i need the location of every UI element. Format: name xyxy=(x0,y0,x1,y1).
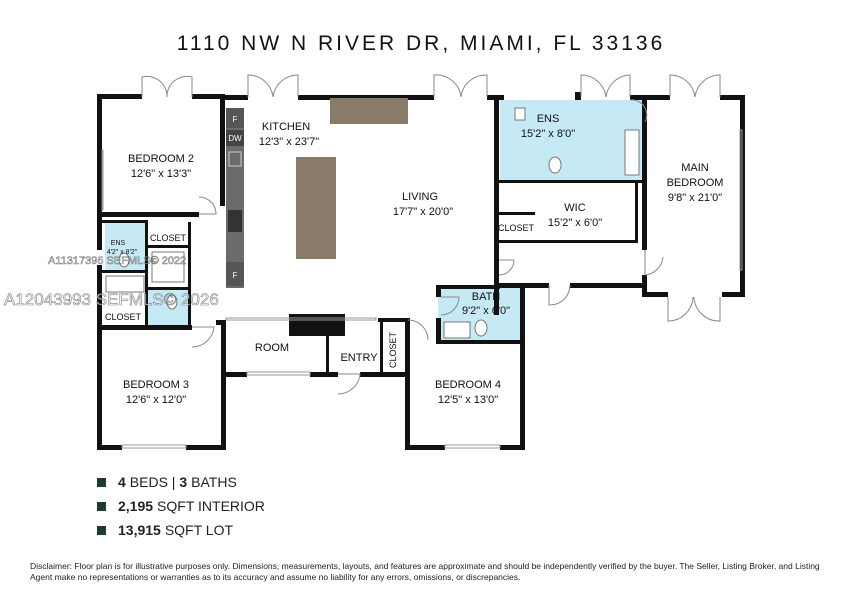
sink-icon xyxy=(228,151,242,167)
dishwasher-label: DW xyxy=(228,134,242,143)
beds-label: BEDS | xyxy=(129,474,180,490)
watermark-2: A12043993 SEFMLS© 2026 xyxy=(4,290,219,309)
wic-dims: 15'2" x 6'0" xyxy=(548,217,602,229)
sqft-lot-value: 13,915 xyxy=(118,522,161,538)
ens-dims: 15'2" x 8'0" xyxy=(521,128,575,140)
bedroom3-dims: 12'6" x 12'0" xyxy=(126,394,186,406)
windows xyxy=(101,129,743,449)
bath-dims: 9'2" x 6'0" xyxy=(462,305,510,317)
living-dims: 17'7" x 20'0" xyxy=(393,206,453,218)
main-bedroom-label-2: BEDROOM xyxy=(667,177,724,189)
closet-wic-label: CLOSET xyxy=(498,223,535,233)
kitchen-dims: 12'3" x 23'7" xyxy=(259,136,319,148)
closet-bedroom2-label: CLOSET xyxy=(150,233,187,243)
ens-label: ENS xyxy=(537,113,560,125)
bedroom2-label: BEDROOM 2 xyxy=(128,153,194,165)
fridge-bottom-label: F xyxy=(233,271,238,280)
stove-icon xyxy=(228,210,242,232)
sqft-interior-value: 2,195 xyxy=(118,498,154,514)
beds-value: 4 xyxy=(118,474,126,490)
property-stats: 4 BEDS | 3 BATHS 2,195 SQFT INTERIOR 13,… xyxy=(97,470,265,542)
watermark-1: A11317396 SEFMLS© 2022 xyxy=(48,255,186,267)
bullet-icon xyxy=(97,477,106,487)
entry-label: ENTRY xyxy=(340,352,378,364)
sqft-lot-label: SQFT LOT xyxy=(164,522,234,538)
living-label: LIVING xyxy=(402,191,438,203)
wic-label: WIC xyxy=(564,202,585,214)
room-label: ROOM xyxy=(255,342,289,354)
small-ens-label: ENS xyxy=(111,240,126,247)
stat-beds-baths: 4 BEDS | 3 BATHS xyxy=(97,470,265,494)
bullet-icon xyxy=(97,525,106,535)
stat-sqft-interior: 2,195 SQFT INTERIOR xyxy=(97,494,265,518)
bedroom4-label: BEDROOM 4 xyxy=(435,379,501,391)
kitchen-counter xyxy=(226,108,244,288)
dishwasher-icon xyxy=(226,130,244,146)
fridge-bottom-icon xyxy=(226,262,244,286)
bath-label: BATH xyxy=(472,291,501,303)
main-bedroom-label-1: MAIN xyxy=(681,162,709,174)
property-address-title: 1110 NW N RIVER DR, MIAMI, FL 33136 xyxy=(176,32,666,55)
hall-bath-fill xyxy=(148,290,188,326)
small-ens-dims: 4'2" x 8'2" xyxy=(107,249,138,256)
bath-fixtures xyxy=(105,107,640,339)
fridge-top-icon xyxy=(226,108,244,128)
fridge-top-label: F xyxy=(233,115,238,124)
disclaimer-text: Disclaimer: Floor plan is for illustrati… xyxy=(30,561,820,582)
closet-bedroom3-label: CLOSET xyxy=(105,312,142,322)
kitchen-island xyxy=(296,157,336,259)
main-bedroom-dims: 9'8" x 21'0" xyxy=(668,192,722,204)
sqft-interior-label: SQFT INTERIOR xyxy=(157,498,265,514)
kitchen-label: KITCHEN xyxy=(262,121,310,133)
stat-sqft-lot: 13,915 SQFT LOT xyxy=(97,518,265,542)
bedroom2-dims: 12'6" x 13'3" xyxy=(131,168,191,180)
walls xyxy=(97,92,745,450)
bedroom4-dims: 12'5" x 13'0" xyxy=(438,394,498,406)
baths-value: 3 xyxy=(179,474,188,490)
closet-entry-label: CLOSET xyxy=(388,331,398,368)
kitchen-shelf xyxy=(330,98,408,124)
bullet-icon xyxy=(97,501,106,511)
baths-label: BATHS xyxy=(191,474,237,490)
doors xyxy=(141,74,721,395)
bedroom3-label: BEDROOM 3 xyxy=(123,379,189,391)
floor-plan: F DW F KITCHEN 12'3" x 23'7" LIVING 17'7… xyxy=(4,74,745,450)
